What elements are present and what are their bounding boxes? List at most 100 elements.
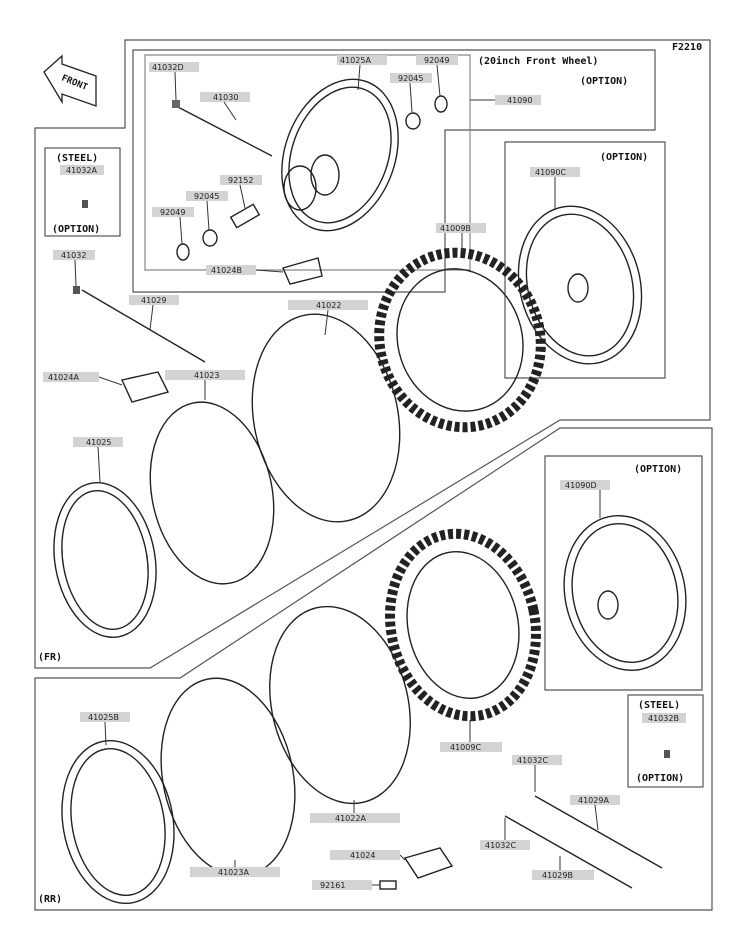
svg-text:41023: 41023 [194,371,219,380]
svg-text:92152: 92152 [228,176,253,185]
seal-92049-b [176,243,190,261]
steel-front-title: (STEEL) [56,153,98,164]
tire-41009B [374,247,546,433]
option-20inch-title: (20inch Front Wheel) [478,55,598,67]
label-92045-a: 92045 [390,73,432,113]
svg-text:41025B: 41025B [88,713,119,722]
svg-text:41022: 41022 [316,301,341,310]
svg-text:41029: 41029 [141,296,166,305]
svg-text:41009C: 41009C [450,743,481,752]
label-92049-b: 92049 [152,207,194,245]
figure-code: F2210 [672,42,702,53]
tube-41022A [269,605,411,805]
collar-92152 [229,203,261,229]
svg-text:92045: 92045 [398,74,423,83]
label-41029: 41029 [129,295,179,331]
tire-41009C [385,528,541,722]
label-41032: 41032 [53,250,95,287]
hub-92152 [283,154,340,211]
label-41030: 41030 [200,92,250,121]
label-41024A: 41024A [43,372,123,386]
axle-nut-41032D [172,100,180,108]
svg-text:92049: 92049 [160,208,185,217]
spoke-41029B [504,815,633,889]
steel-front-frame [44,147,121,237]
label-41032C-2: 41032C [480,818,530,850]
section-front-label: (FR) [38,652,62,663]
svg-text:41090: 41090 [507,96,532,105]
svg-text:92161: 92161 [320,881,345,890]
axle-41030 [175,105,273,157]
label-41022: 41022 [288,300,368,336]
rim-strip-41023A [160,677,296,877]
svg-text:41032C: 41032C [485,841,516,850]
nut-41032 [73,286,80,294]
spoke-wheel-41090C [517,205,643,365]
svg-text:41024B: 41024B [211,266,242,275]
svg-text:41009B: 41009B [440,224,471,233]
label-92049-a: 92049 [416,55,458,97]
bearing-92045-b [202,229,218,247]
label-41024: 41024 [330,850,406,861]
svg-text:41024: 41024 [350,851,375,860]
rear-section-frame [34,427,713,911]
label-92045-b: 92045 [186,191,228,231]
label-92152: 92152 [220,175,262,209]
label-41090D: 41090D [560,480,610,518]
patch-92161 [379,880,397,890]
label-41009C: 41009C [440,720,502,752]
spoke-41029A [534,795,663,869]
bearing-92045-a [405,112,421,130]
label-41023A: 41023A [190,860,280,877]
front-section-frame [34,39,711,669]
steel-rear-title: (STEEL) [638,700,680,711]
label-41025B: 41025B [80,712,130,746]
label-41090C: 41090C [530,167,580,210]
label-92161: 92161 [312,880,380,890]
seal-92049-a [434,95,448,113]
svg-text:41025: 41025 [86,438,111,447]
svg-text:41022A: 41022A [335,814,366,823]
steel-front-note: (OPTION) [52,224,100,235]
svg-text:41032C: 41032C [517,756,548,765]
option-spoke-front-frame [504,141,666,379]
option-spoke-rear-note: (OPTION) [634,464,682,475]
steel-rear-part: 41032B [648,714,679,723]
label-41029B: 41029B [532,856,594,880]
option-20inch-frame [132,49,656,293]
svg-text:41029A: 41029A [578,796,609,805]
rim-band-41024 [403,847,454,879]
label-41032C-1: 41032C [512,755,562,792]
label-41090: 41090 [470,95,541,105]
svg-text:41029B: 41029B [542,871,573,880]
rim-band-41024B [282,257,323,285]
steel-front-valve [82,200,88,208]
svg-text:41025A: 41025A [340,56,371,65]
option-20inch-inner-frame [144,54,471,271]
label-41032D: 41032D [149,62,199,101]
rim-41025B [61,739,175,905]
label-41024B: 41024B [206,265,284,275]
front-arrow: FRONT [43,54,97,107]
svg-text:41030: 41030 [213,93,238,102]
spoke-wheel-41090D [563,514,687,672]
label-41022A: 41022A [310,800,400,823]
svg-text:41032D: 41032D [152,63,184,72]
spoke-41029 [81,289,206,363]
steel-rear-frame [627,694,704,788]
rim-strip-41023 [149,401,275,585]
steel-rear-note: (OPTION) [636,773,684,784]
tube-41022 [251,313,401,523]
rim-band-41024A [121,371,170,403]
label-41029A: 41029A [570,795,620,831]
svg-text:41032: 41032 [61,251,86,260]
svg-text:92049: 92049 [424,56,449,65]
svg-text:92045: 92045 [194,192,219,201]
option-spoke-front-note: (OPTION) [600,152,648,163]
svg-text:41090D: 41090D [565,481,597,490]
svg-text:41024A: 41024A [48,373,79,382]
rim-41025 [53,481,157,639]
option-20inch-note: (OPTION) [580,76,628,87]
rim-41025A [281,78,399,232]
